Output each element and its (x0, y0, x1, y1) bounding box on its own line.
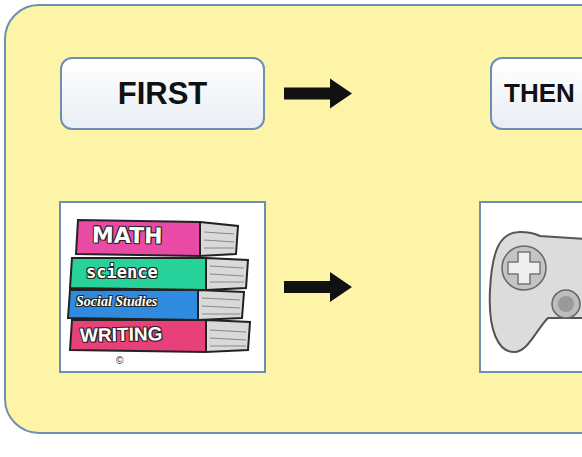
book-title: science (86, 262, 158, 282)
book-title: Social Studies (76, 294, 157, 310)
step-box: THEN (490, 57, 582, 130)
game-controller (490, 232, 582, 352)
book-title: MATH (92, 222, 163, 248)
step-heading: FIRST (118, 76, 208, 112)
yellow-panel (5, 5, 582, 433)
book-title: WRITING (80, 323, 163, 346)
books-illustration (68, 220, 250, 352)
picture-frame (60, 202, 265, 372)
flow-arrow (284, 79, 352, 109)
copyright-mark: © (116, 355, 123, 366)
picture-arrow (284, 272, 352, 302)
step-box: FIRST (60, 57, 265, 130)
picture-frame (480, 202, 582, 372)
step-heading: THEN (504, 78, 575, 109)
